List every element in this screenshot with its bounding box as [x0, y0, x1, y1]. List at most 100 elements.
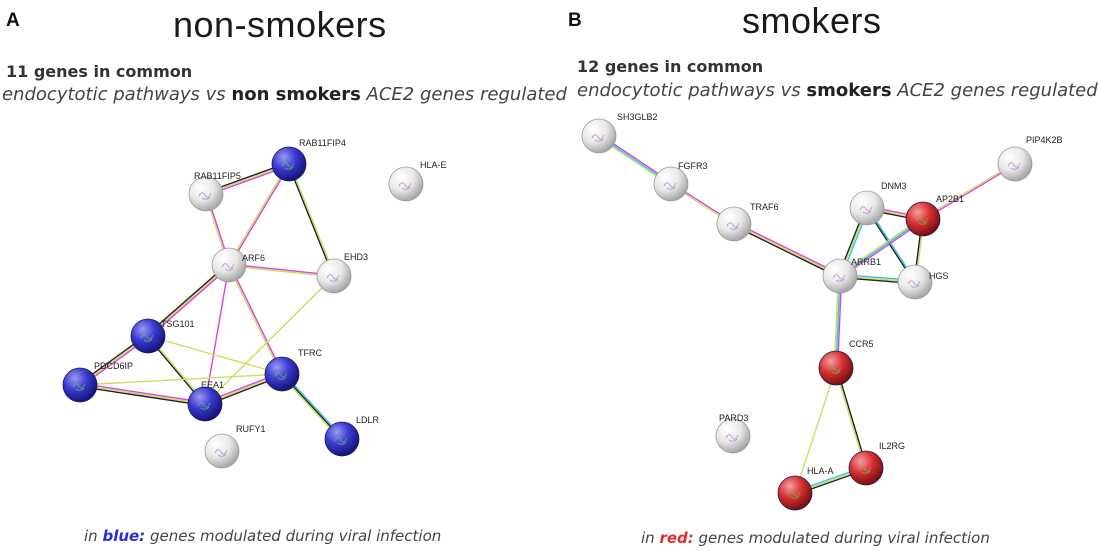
node-label: CCR5: [849, 339, 874, 349]
panel-a-footer-highlight: blue:: [102, 527, 146, 545]
edge-arf6-ehd3: [228, 263, 335, 278]
node-circle[interactable]: [264, 356, 300, 392]
node-circle[interactable]: [271, 146, 307, 182]
node-dnm3[interactable]: DNM3: [849, 181, 907, 226]
node-circle[interactable]: [897, 264, 933, 300]
edge-line: [733, 223, 841, 277]
node-rufy1[interactable]: RUFY1: [204, 424, 266, 469]
node-pard3[interactable]: PARD3: [715, 413, 751, 454]
node-circle[interactable]: [130, 318, 166, 354]
protein-structure-icon: [198, 192, 212, 200]
node-circle[interactable]: [211, 247, 247, 283]
node-label: PARD3: [719, 413, 748, 423]
edge-line: [147, 335, 283, 375]
protein-structure-icon: [859, 206, 873, 214]
panel-b-subtitle: endocytotic pathways vs smokers ACE2 gen…: [577, 80, 1098, 101]
node-arf6[interactable]: ARF6: [211, 247, 265, 283]
node-fgfr3[interactable]: FGFR3: [653, 161, 708, 202]
node-sh3glb2[interactable]: SH3GLB2: [581, 112, 658, 154]
node-label: LDLR: [356, 415, 380, 425]
edge-line: [923, 164, 1016, 221]
edge-line: [922, 162, 1015, 219]
node-arrb1[interactable]: ARRB1: [822, 257, 881, 294]
node-rab11fip5[interactable]: RAB11FIP5: [188, 171, 241, 212]
node-ap2b1[interactable]: AP2B1: [905, 194, 964, 237]
node-circle[interactable]: [848, 450, 884, 486]
panel-a-title: non-smokers: [173, 4, 387, 45]
node-traf6[interactable]: TRAF6: [716, 202, 779, 242]
edge-line: [287, 164, 334, 277]
panel-a-footer-pre: in: [84, 527, 103, 545]
edge-line: [147, 264, 230, 337]
node-circle[interactable]: [187, 386, 223, 422]
node-tsg101[interactable]: TSG101: [130, 318, 195, 354]
node-label: HGS: [929, 271, 949, 281]
node-hla-a[interactable]: HLA-A: [777, 466, 834, 511]
edge-arf6-tsg101: [146, 263, 231, 338]
edge-line: [227, 163, 289, 265]
protein-structure-icon: [832, 274, 846, 282]
node-circle[interactable]: [818, 350, 854, 386]
node-label: TFRC: [298, 348, 322, 358]
node-circle[interactable]: [905, 201, 941, 237]
node-ldlr[interactable]: LDLR: [324, 415, 380, 457]
edge-line: [289, 163, 336, 276]
panel-a-letter: A: [6, 10, 20, 31]
protein-structure-icon: [915, 217, 929, 225]
node-circle[interactable]: [204, 433, 240, 469]
node-circle[interactable]: [62, 367, 98, 403]
node-il2rg[interactable]: IL2RG: [848, 441, 905, 486]
protein-structure-icon: [858, 466, 872, 474]
node-circle[interactable]: [388, 166, 424, 202]
node-hla-e[interactable]: HLA-E: [388, 160, 447, 202]
node-pdcd6ip[interactable]: PDCD6IP: [62, 361, 133, 403]
protein-structure-icon: [281, 162, 295, 170]
protein-structure-icon: [663, 182, 677, 190]
node-circle[interactable]: [716, 206, 752, 242]
node-ehd3[interactable]: EHD3: [316, 252, 368, 294]
edge-line: [204, 264, 230, 405]
edge-line: [227, 265, 282, 375]
protein-structure-icon: [214, 449, 228, 457]
edge-ccr5-hla-a: [794, 367, 837, 494]
node-label: ARF6: [242, 253, 265, 263]
edge-rab11fip4-ehd3: [287, 163, 336, 277]
protein-structure-icon: [1007, 162, 1021, 170]
node-hgs[interactable]: HGS: [897, 264, 949, 300]
node-label: HLA-E: [420, 160, 447, 170]
protein-structure-icon: [197, 402, 211, 410]
node-circle[interactable]: [653, 166, 689, 202]
panel-b-title: smokers: [742, 0, 882, 41]
edge-line: [204, 275, 335, 405]
node-circle[interactable]: [581, 118, 617, 154]
node-circle[interactable]: [715, 418, 751, 454]
edge-line: [79, 373, 283, 386]
node-label: EEA1: [201, 380, 224, 390]
edge-rab11fip4-arf6: [227, 163, 291, 266]
node-circle[interactable]: [822, 258, 858, 294]
edge-line: [146, 263, 229, 336]
edge-tsg101-tfrc: [147, 335, 283, 375]
node-label: ARRB1: [851, 257, 881, 267]
node-pip4k2b[interactable]: PIP4K2B: [997, 135, 1063, 182]
panel-a-subtitle: endocytotic pathways vs non smokers ACE2…: [2, 84, 567, 105]
node-rab11fip4[interactable]: RAB11FIP4: [271, 138, 346, 182]
node-circle[interactable]: [997, 146, 1033, 182]
node-circle[interactable]: [849, 190, 885, 226]
node-ccr5[interactable]: CCR5: [818, 339, 874, 386]
panel-a-footer: in blue: genes modulated during viral in…: [84, 527, 441, 545]
protein-structure-icon: [726, 222, 740, 230]
node-label: HLA-A: [807, 466, 834, 476]
edge-arf6-eea1: [204, 264, 230, 405]
node-eea1[interactable]: EEA1: [187, 380, 224, 422]
node-tfrc[interactable]: TFRC: [264, 348, 322, 392]
edge-pip4k2b-ap2b1: [922, 162, 1016, 221]
node-circle[interactable]: [324, 421, 360, 457]
node-circle[interactable]: [777, 475, 813, 511]
edge-line: [794, 367, 837, 494]
node-circle[interactable]: [316, 258, 352, 294]
node-circle[interactable]: [188, 176, 224, 212]
node-label: IL2RG: [879, 441, 905, 451]
